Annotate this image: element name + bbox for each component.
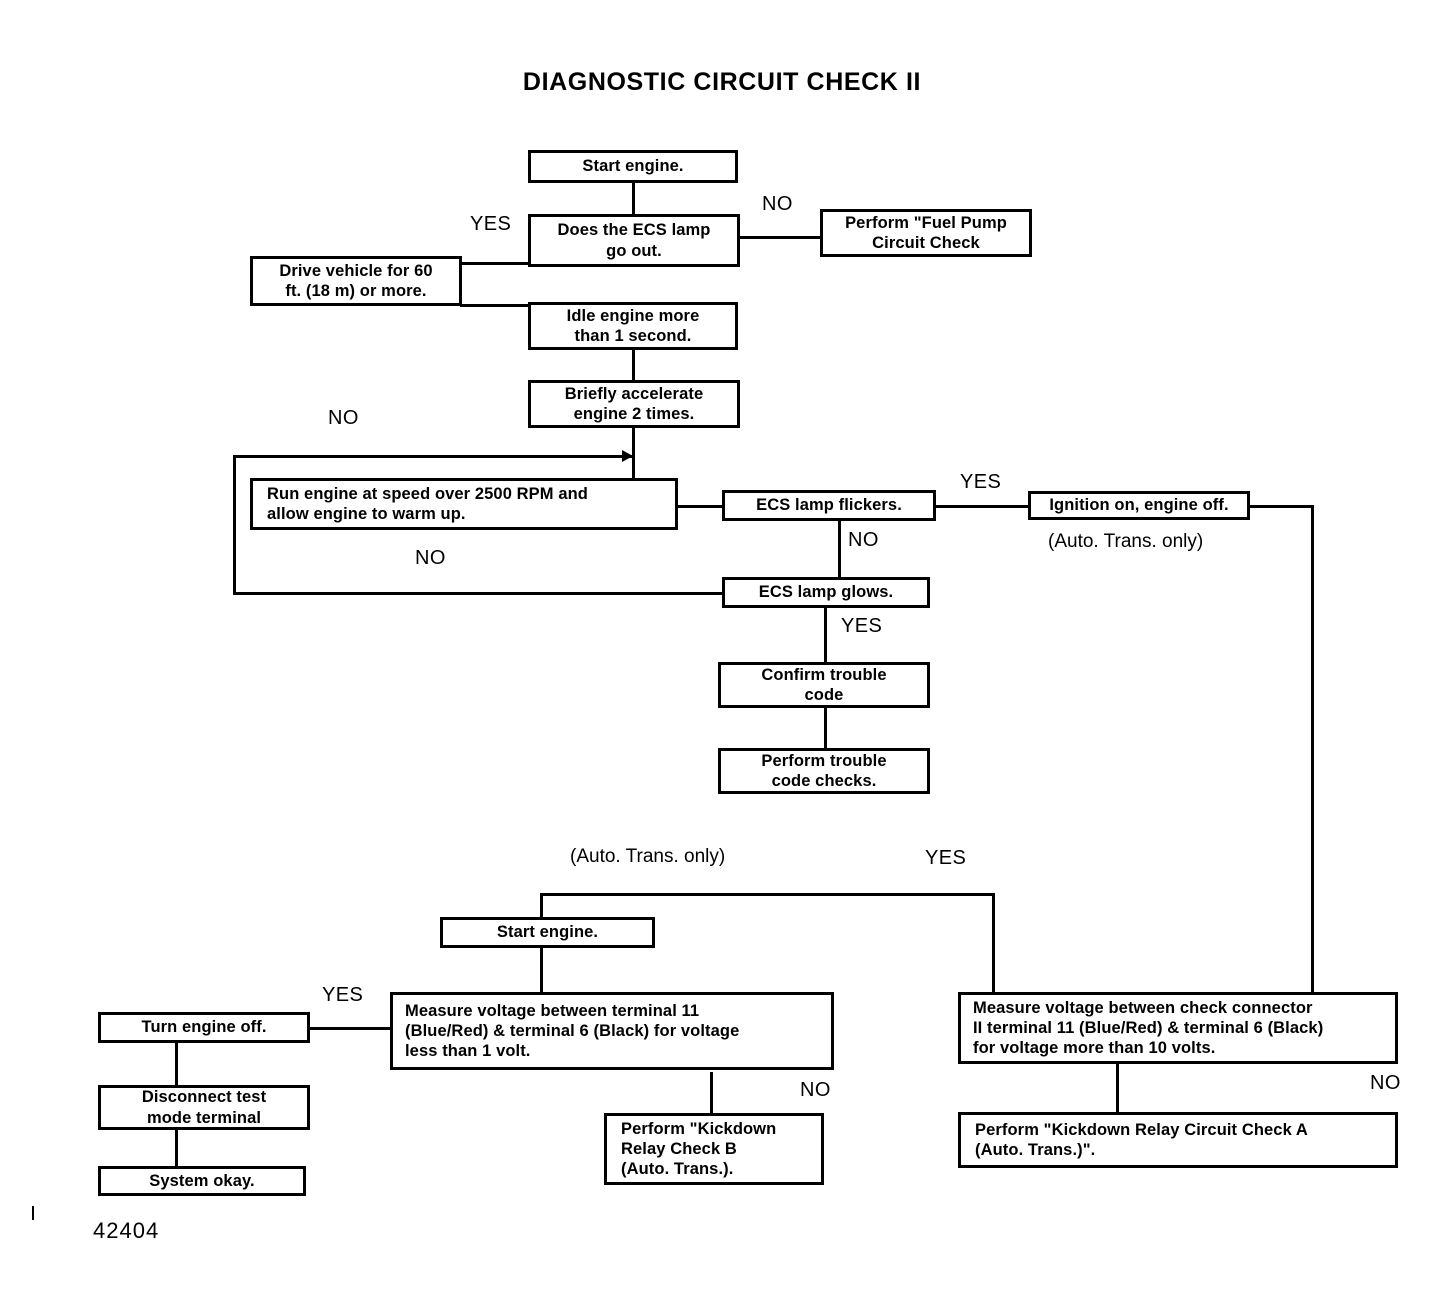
connector-lower-bus-right-drop [992, 893, 995, 992]
node-briefly-accelerate-label: Briefly accelerate engine 2 times. [564, 384, 704, 423]
figure-number: 42404 [93, 1218, 160, 1243]
connector-confirm-to-perform [824, 707, 827, 749]
connector-flickers-to-glows [838, 521, 841, 578]
connector-accelerate-to-run [632, 428, 635, 478]
node-measure-voltage-left[interactable]: Measure voltage between terminal 11 (Blu… [390, 992, 834, 1070]
connector-measure-left-to-kickdown-b [710, 1072, 713, 1114]
connector-no-loop-upper-horizontal [233, 455, 633, 458]
node-start-engine-top[interactable]: Start engine. [528, 150, 738, 183]
edge-label-yes-turn-engine-off: YES [322, 984, 364, 1006]
connector-lower-bus [540, 893, 995, 896]
edge-label-no-flickers: NO [848, 529, 879, 551]
connector-turnoff-to-measure [310, 1027, 390, 1030]
node-turn-engine-off[interactable]: Turn engine off. [98, 1012, 310, 1043]
node-drive-vehicle[interactable]: Drive vehicle for 60 ft. (18 m) or more. [250, 256, 462, 306]
annotation-auto-trans-only-upper: (Auto. Trans. only) [1048, 531, 1204, 552]
arrowhead-into-run-engine [622, 450, 633, 462]
connector-flickers-to-ignition [934, 505, 1030, 508]
node-ignition-on-label: Ignition on, engine off. [1049, 496, 1229, 515]
node-measure-voltage-right-label: Measure voltage between check connector … [973, 998, 1324, 1058]
node-ecs-lamp-flickers[interactable]: ECS lamp flickers. [722, 490, 936, 521]
node-fuel-pump-check[interactable]: Perform "Fuel Pump Circuit Check [820, 209, 1032, 257]
node-ecs-lamp-flickers-label: ECS lamp flickers. [756, 496, 902, 515]
annotation-auto-trans-only-lower: (Auto. Trans. only) [570, 846, 726, 867]
edge-label-no-ecs-lamp: NO [762, 193, 793, 215]
connector-glows-to-confirm [824, 607, 827, 663]
node-ignition-on[interactable]: Ignition on, engine off. [1028, 491, 1250, 520]
page-title: DIAGNOSTIC CIRCUIT CHECK II [522, 68, 922, 96]
connector-question-to-drive [460, 262, 532, 265]
node-idle-engine-label: Idle engine more than 1 second. [566, 306, 700, 345]
node-ecs-lamp-glows[interactable]: ECS lamp glows. [722, 577, 930, 608]
connector-run-to-flickers [676, 505, 722, 508]
connector-ignition-right-stub [1248, 505, 1314, 508]
connector-drive-to-idle [460, 304, 532, 307]
connector-disconnect-to-system-okay [175, 1126, 178, 1168]
node-kickdown-relay-b-label: Perform "Kickdown Relay Check B (Auto. T… [621, 1119, 777, 1179]
node-disconnect-test-mode-label: Disconnect test mode terminal [141, 1088, 267, 1127]
node-disconnect-test-mode[interactable]: Disconnect test mode terminal [98, 1085, 310, 1130]
connector-idle-to-accelerate [632, 348, 635, 380]
node-turn-engine-off-label: Turn engine off. [141, 1018, 267, 1037]
connector-measure-right-to-kickdown-a [1116, 1064, 1119, 1113]
node-ecs-lamp-question[interactable]: Does the ECS lamp go out. [528, 214, 740, 267]
connector-question-to-fuelpump [738, 236, 822, 239]
node-drive-vehicle-label: Drive vehicle for 60 ft. (18 m) or more. [279, 261, 433, 300]
node-kickdown-relay-b[interactable]: Perform "Kickdown Relay Check B (Auto. T… [604, 1113, 824, 1185]
node-perform-trouble-code-checks-label: Perform trouble code checks. [761, 751, 887, 790]
node-fuel-pump-check-label: Perform "Fuel Pump Circuit Check [845, 213, 1007, 252]
connector-start-to-question [632, 182, 635, 214]
connector-no-loop-upper-vertical [233, 455, 236, 595]
edge-label-yes-ecs-lamp: YES [470, 213, 512, 235]
node-ecs-lamp-glows-label: ECS lamp glows. [758, 583, 894, 602]
edge-label-yes-ignition-branch: YES [925, 847, 967, 869]
node-measure-voltage-left-label: Measure voltage between terminal 11 (Blu… [405, 1001, 740, 1061]
node-confirm-trouble-code-label: Confirm trouble code [761, 665, 887, 704]
node-briefly-accelerate[interactable]: Briefly accelerate engine 2 times. [528, 380, 740, 428]
node-kickdown-relay-a[interactable]: Perform "Kickdown Relay Circuit Check A … [958, 1112, 1398, 1168]
node-confirm-trouble-code[interactable]: Confirm trouble code [718, 662, 930, 708]
edge-label-yes-flickers: YES [960, 471, 1002, 493]
node-system-okay[interactable]: System okay. [98, 1166, 306, 1196]
node-start-engine-top-label: Start engine. [582, 157, 684, 176]
edge-label-no-accelerate-loop: NO [328, 407, 359, 429]
node-kickdown-relay-a-label: Perform "Kickdown Relay Circuit Check A … [975, 1120, 1308, 1159]
connector-ignition-down-rail [1311, 505, 1314, 992]
node-run-engine[interactable]: Run engine at speed over 2500 RPM and al… [250, 478, 678, 530]
connector-glows-no-loop [233, 592, 723, 595]
node-measure-voltage-right[interactable]: Measure voltage between check connector … [958, 992, 1398, 1064]
node-run-engine-label: Run engine at speed over 2500 RPM and al… [267, 484, 588, 523]
edge-label-yes-glows: YES [841, 615, 883, 637]
node-ecs-lamp-question-label: Does the ECS lamp go out. [557, 221, 711, 260]
connector-turnoff-to-disconnect [175, 1042, 178, 1087]
node-system-okay-label: System okay. [149, 1171, 255, 1190]
node-perform-trouble-code-checks[interactable]: Perform trouble code checks. [718, 748, 930, 794]
node-start-engine-bottom[interactable]: Start engine. [440, 917, 655, 948]
node-start-engine-bottom-label: Start engine. [496, 923, 599, 942]
edge-label-no-glows-loop: NO [415, 547, 446, 569]
edge-label-no-measure-right: NO [1370, 1072, 1401, 1094]
edge-label-no-measure-left: NO [800, 1079, 831, 1101]
node-idle-engine[interactable]: Idle engine more than 1 second. [528, 302, 738, 350]
figure-tick-mark [32, 1206, 34, 1220]
